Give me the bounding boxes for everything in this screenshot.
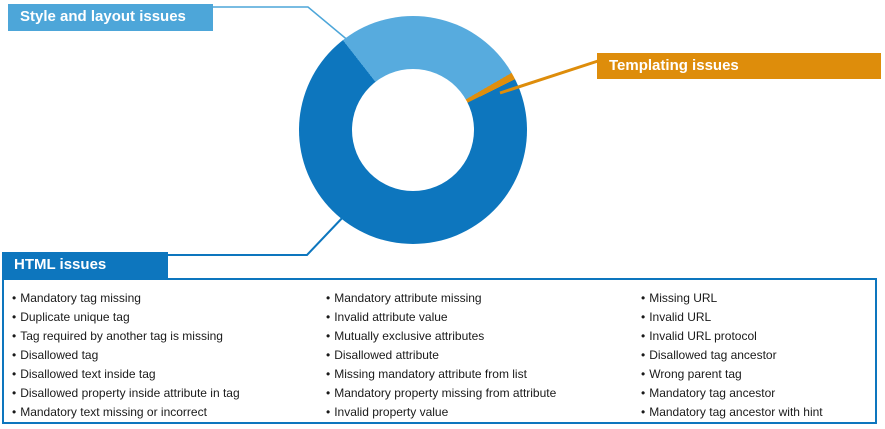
bullet-icon: • [641,367,646,381]
issue-item: •Invalid URL [641,310,712,324]
bullet-icon: • [326,405,331,419]
bullet-icon: • [326,329,331,343]
issue-item: •Disallowed tag [12,348,99,362]
issues-column-3: •Missing URL •Invalid URL •Invalid URL pro… [641,289,823,422]
issue-item: •Disallowed attribute [326,348,439,362]
html-issues-label: HTML issues [2,252,168,278]
issue-item: •Mandatory property missing from attribu… [326,386,557,400]
donut-chart [299,16,527,244]
issue-item: •Mutually exclusive attributes [326,329,485,343]
bullet-icon: • [641,291,646,305]
bullet-icon: • [326,348,331,362]
bullet-icon: • [326,386,331,400]
issue-item: •Disallowed text inside tag [12,367,156,381]
bullet-icon: • [12,291,17,305]
issue-item: •Invalid attribute value [326,310,448,324]
style-layout-connector-line [213,6,363,53]
issues-column-2: •Mandatory attribute missing •Invalid att… [326,289,556,422]
issue-item: •Invalid property value [326,405,449,419]
bullet-icon: • [12,329,17,343]
issue-item: •Disallowed tag ancestor [641,348,777,362]
bullet-icon: • [326,291,331,305]
donut-hole [352,69,474,191]
bullet-icon: • [12,386,17,400]
style-layout-issues-label: Style and layout issues [8,4,213,31]
bullet-icon: • [12,367,17,381]
issue-item: •Missing mandatory attribute from list [326,367,527,381]
bullet-icon: • [12,310,17,324]
issue-item: •Mandatory tag ancestor [641,386,776,400]
issue-item: •Missing URL [641,291,718,305]
bullet-icon: • [12,348,17,362]
issue-item: •Invalid URL protocol [641,329,757,343]
issue-item: •Disallowed property inside attribute in… [12,386,240,400]
bullet-icon: • [326,367,331,381]
issue-item: •Mandatory tag missing [12,291,141,305]
bullet-icon: • [641,405,646,419]
issues-column-1: •Mandatory tag missing •Duplicate unique … [12,289,240,422]
issue-item: •Mandatory tag ancestor with hint [641,405,823,419]
bullet-icon: • [641,329,646,343]
html-issues-panel: •Mandatory tag missing •Duplicate unique … [2,278,877,424]
bullet-icon: • [12,405,17,419]
issue-item: •Mandatory attribute missing [326,291,482,305]
html-issues-connector-line [168,214,346,256]
bullet-icon: • [641,348,646,362]
issue-item: •Mandatory text missing or incorrect [12,405,207,419]
issue-item: •Tag required by another tag is missing [12,329,223,343]
issue-item: •Wrong parent tag [641,367,742,381]
bullet-icon: • [641,310,646,324]
templating-issues-label: Templating issues [597,53,881,79]
bullet-icon: • [326,310,331,324]
templating-connector-line [499,59,599,95]
bullet-icon: • [641,386,646,400]
issue-item: •Duplicate unique tag [12,310,130,324]
